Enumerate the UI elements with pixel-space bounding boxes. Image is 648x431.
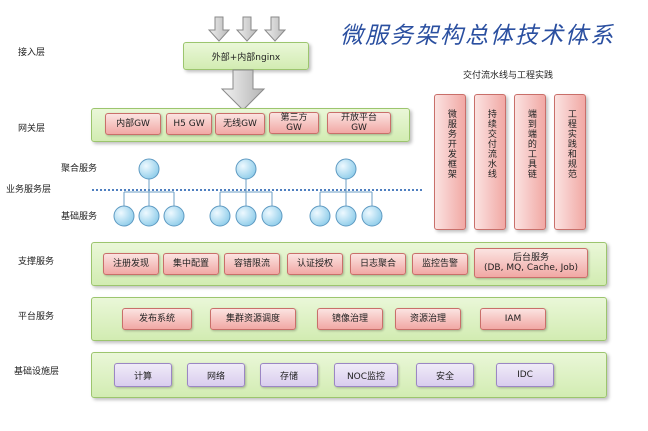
infra-idc: IDC bbox=[496, 363, 554, 387]
infra-security: 安全 bbox=[416, 363, 474, 387]
layer-label-platform: 平台服务 bbox=[18, 312, 55, 322]
layer-label-gateway: 网关层 bbox=[18, 124, 46, 134]
support-backend-services: 后台服务(DB, MQ, Cache, Job) bbox=[474, 248, 588, 278]
delivery-column-framework: 微服务开发框架 bbox=[434, 94, 466, 230]
basic-service-node bbox=[163, 205, 185, 227]
infra-noc-monitoring: NOC监控 bbox=[334, 363, 398, 387]
basic-service-node bbox=[113, 205, 135, 227]
entry-box: 外部+内部nginx bbox=[183, 42, 309, 70]
layer-label-business: 业务服务层 bbox=[6, 185, 52, 195]
support-auth: 认证授权 bbox=[287, 253, 343, 275]
basic-service-node bbox=[335, 205, 357, 227]
inbound-arrows bbox=[207, 16, 287, 42]
diagram-title: 微服务架构总体技术体系 bbox=[340, 23, 615, 49]
gateway-internal: 内部GW bbox=[105, 113, 161, 135]
support-registry: 注册发现 bbox=[103, 253, 159, 275]
gateway-open-platform: 开放平台GW bbox=[327, 112, 391, 134]
entry-down-arrow bbox=[220, 69, 266, 111]
support-config: 集中配置 bbox=[163, 253, 219, 275]
sublayer-aggregate: 聚合服务 bbox=[61, 164, 98, 174]
infra-storage: 存储 bbox=[260, 363, 318, 387]
aggregate-service-node bbox=[138, 158, 160, 180]
service-divider bbox=[92, 189, 422, 191]
layer-label-access: 接入层 bbox=[18, 48, 46, 58]
layer-label-infra: 基础设施层 bbox=[14, 367, 60, 377]
infra-network: 网络 bbox=[187, 363, 245, 387]
gateway-h5: H5 GW bbox=[166, 113, 212, 135]
basic-service-node bbox=[361, 205, 383, 227]
delivery-column-pipeline: 持续交付流水线 bbox=[474, 94, 506, 230]
layer-label-support: 支撑服务 bbox=[18, 257, 55, 267]
platform-release: 发布系统 bbox=[122, 308, 192, 330]
delivery-column-practices: 工程实践和规范 bbox=[554, 94, 586, 230]
support-fault-tolerance: 容错限流 bbox=[224, 253, 280, 275]
basic-service-node bbox=[138, 205, 160, 227]
platform-image-governance: 镜像治理 bbox=[317, 308, 383, 330]
basic-service-node bbox=[235, 205, 257, 227]
platform-scheduling: 集群资源调度 bbox=[210, 308, 296, 330]
gateway-wireless: 无线GW bbox=[215, 113, 265, 135]
platform-iam: IAM bbox=[480, 308, 546, 330]
delivery-column-toolchain: 端到端的工具链 bbox=[514, 94, 546, 230]
support-log-aggregation: 日志聚合 bbox=[350, 253, 406, 275]
delivery-header: 交付流水线与工程实践 bbox=[463, 71, 554, 81]
gateway-third-party: 第三方GW bbox=[269, 112, 319, 134]
basic-service-node bbox=[261, 205, 283, 227]
service-trees bbox=[113, 158, 383, 227]
entry-label: 外部+内部nginx bbox=[211, 52, 281, 63]
support-monitoring: 监控告警 bbox=[412, 253, 468, 275]
aggregate-service-node bbox=[335, 158, 357, 180]
sublayer-basic: 基础服务 bbox=[61, 212, 98, 222]
basic-service-node bbox=[209, 205, 231, 227]
platform-resource-governance: 资源治理 bbox=[395, 308, 461, 330]
infra-compute: 计算 bbox=[114, 363, 172, 387]
aggregate-service-node bbox=[235, 158, 257, 180]
basic-service-node bbox=[309, 205, 331, 227]
